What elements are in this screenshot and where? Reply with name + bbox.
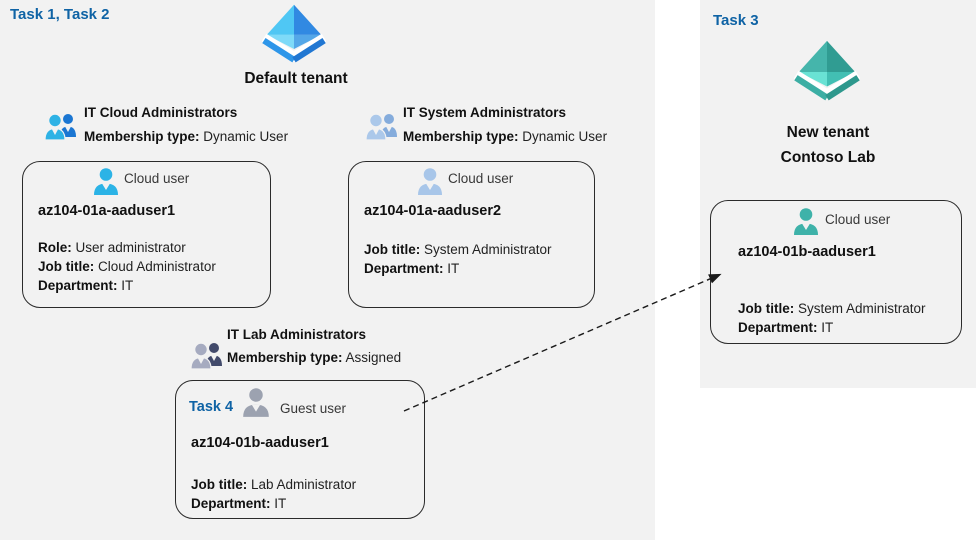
group-icon [190,340,224,371]
group-icon [365,111,399,142]
membership-type-label: Membership type: [84,129,200,144]
azure-ad-teal-icon [794,38,860,102]
field-label: Job title: [738,301,795,316]
new-tenant-cloud-user-card: Cloud user az104-01b-aaduser1 Job title:… [710,200,962,344]
cloud-user-card-1: Cloud user az104-01a-aaduser1 Role: User… [22,161,271,308]
user-fields: Job title: System Administrator Departme… [738,299,926,337]
task-4-label: Task 4 [189,399,234,415]
guest-user-card: Task 4 Guest user az104-01b-aaduser1 Job… [175,380,425,519]
field-value: System Administrator [798,301,926,316]
user-fields: Role: User administrator Job title: Clou… [38,238,216,295]
cloud-user-icon [93,167,119,196]
field-label: Department: [191,496,271,511]
cloud-user-icon [417,167,443,196]
field-label: Department: [38,278,118,293]
group-membership: Membership type: Dynamic User [84,129,288,144]
membership-type-value: Dynamic User [522,129,608,144]
guest-user-icon [242,387,270,418]
membership-type-label: Membership type: [227,350,343,365]
username: az104-01b-aaduser1 [738,244,876,260]
field-value: Cloud Administrator [98,259,216,274]
group-icon [44,111,78,142]
group-membership: Membership type: Dynamic User [403,129,607,144]
azure-ad-blue-icon [262,2,326,64]
field-label: Job title: [364,242,421,257]
cloud-user-icon [793,207,819,236]
default-tenant-region [0,0,655,540]
field-label: Department: [738,320,818,335]
user-type-label: Cloud user [448,171,514,186]
user-type-label: Guest user [280,401,347,416]
group-name: IT Cloud Administrators [84,105,238,120]
new-tenant-name-line1: New tenant [786,124,870,141]
task-3-label: Task 3 [713,12,759,29]
user-type-label: Cloud user [124,171,190,186]
field-label: Department: [364,261,444,276]
username: az104-01a-aaduser1 [38,203,176,219]
field-label: Job title: [191,477,248,492]
group-name: IT System Administrators [403,105,567,120]
user-fields: Job title: Lab Administrator Department:… [191,475,356,513]
field-value: System Administrator [424,242,552,257]
field-value: IT [121,278,134,293]
membership-type-label: Membership type: [403,129,519,144]
membership-type-value: Assigned [345,350,402,365]
field-label: Role: [38,240,72,255]
user-fields: Job title: System Administrator Departme… [364,240,552,278]
user-type-label: Cloud user [825,212,891,227]
field-value: IT [821,320,834,335]
cloud-user-card-2: Cloud user az104-01a-aaduser2 Job title:… [348,161,595,308]
field-value: IT [447,261,460,276]
task-1-2-label: Task 1, Task 2 [10,6,110,23]
new-tenant-name-line2: Contoso Lab [780,149,876,166]
username: az104-01b-aaduser1 [191,435,329,451]
field-value: Lab Administrator [251,477,357,492]
field-value: User administrator [75,240,186,255]
membership-type-value: Dynamic User [203,129,289,144]
field-label: Job title: [38,259,95,274]
default-tenant-name: Default tenant [244,70,348,87]
username: az104-01a-aaduser2 [364,203,502,219]
field-value: IT [274,496,287,511]
group-membership: Membership type: Assigned [227,350,401,365]
group-name: IT Lab Administrators [227,327,367,342]
